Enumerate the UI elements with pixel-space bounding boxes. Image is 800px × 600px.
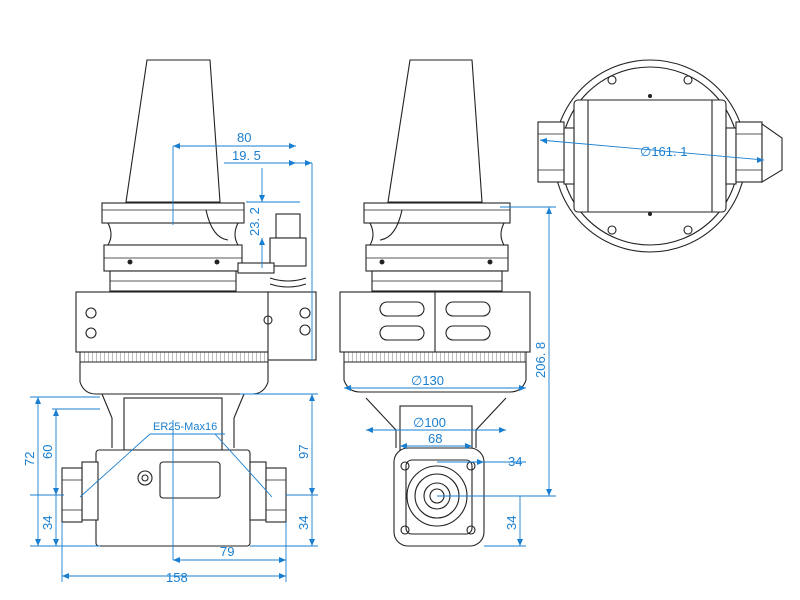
side-view — [339, 59, 531, 547]
angle-scale — [79, 351, 269, 363]
face-bolt — [400, 461, 410, 471]
dim-34-right: 34 — [296, 516, 311, 530]
front-screw-marker — [127, 259, 133, 265]
dim-97: 97 — [296, 445, 311, 459]
housing-bolt — [299, 324, 311, 336]
dim-72: 72 — [22, 452, 37, 466]
front-housing — [75, 291, 271, 353]
dim-phi-161-1: ∅161. 1 — [640, 144, 687, 159]
front-dimensions — [30, 143, 318, 582]
face-bolt — [400, 525, 410, 535]
right-collet — [265, 467, 287, 523]
dim-158: 158 — [166, 570, 188, 585]
housing-pin — [263, 315, 273, 325]
side-head-face — [393, 447, 485, 547]
side-drive-key — [379, 209, 403, 241]
side-slot — [445, 301, 491, 317]
dim-34-side-v: 34 — [504, 516, 519, 530]
stop-block-cap — [275, 213, 301, 239]
side-base-ring — [343, 362, 527, 393]
front-view — [61, 59, 317, 547]
stop-block-arm — [237, 262, 275, 274]
dim-80: 80 — [237, 130, 251, 145]
collet-note: ER25-Max16 — [153, 421, 217, 433]
side-slot — [379, 325, 425, 341]
side-neck — [369, 222, 505, 246]
dim-phi-130: ∅130 — [411, 373, 444, 388]
side-flange — [363, 202, 511, 224]
front-drive-key — [205, 209, 229, 241]
dim-68: 68 — [428, 431, 442, 446]
housing-bolt — [85, 307, 97, 319]
housing-bolt — [299, 307, 311, 319]
front-taper-shank — [125, 59, 221, 203]
top-left-collet — [537, 121, 565, 183]
front-screw-marker-right — [214, 259, 220, 265]
front-base-ring — [79, 362, 269, 395]
side-angle-scale — [343, 351, 527, 363]
left-nut — [81, 461, 99, 521]
top-right-nut — [725, 127, 737, 185]
front-neck — [107, 222, 239, 246]
side-spindle-neck — [399, 405, 473, 451]
front-bridge — [101, 393, 245, 448]
top-bolt-hole — [683, 225, 693, 235]
top-bolt-hole — [607, 75, 617, 85]
side-slot — [445, 325, 491, 341]
front-name-plate — [159, 461, 221, 499]
front-lube-port — [137, 470, 153, 486]
top-view — [537, 59, 783, 253]
left-collet — [61, 467, 83, 523]
housing-bolt — [85, 327, 97, 339]
top-left-nut — [563, 127, 575, 185]
dim-phi-100: ∅100 — [413, 415, 446, 430]
dim-60: 60 — [40, 445, 55, 459]
dimension-labels: 80 19. 5 23. 2 ER25-Max16 72 60 34 97 34… — [22, 130, 687, 585]
dim-206-8: 206. 8 — [533, 342, 548, 378]
top-bolt-hole — [607, 225, 617, 235]
top-right-collet — [735, 121, 763, 183]
top-bolt-hole — [683, 75, 693, 85]
side-taper-shank — [387, 59, 483, 203]
dim-34-left: 34 — [40, 516, 55, 530]
face-bolt — [466, 525, 476, 535]
dim-79: 79 — [220, 544, 234, 559]
stop-spring — [269, 277, 307, 288]
dim-23-2: 23. 2 — [247, 207, 262, 236]
stop-block-body — [269, 237, 307, 267]
dim-19-5: 19. 5 — [232, 148, 261, 163]
right-nut — [249, 461, 267, 521]
side-dimensions — [344, 206, 556, 547]
dim-34-side-h: 34 — [508, 454, 522, 469]
side-slot — [379, 301, 425, 317]
